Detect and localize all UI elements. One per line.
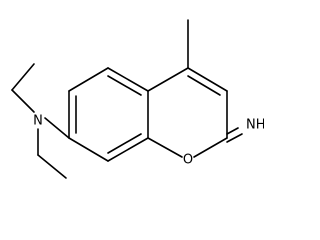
double-bond-inner-c8-c8a — [107, 133, 142, 154]
amine-nitrogen-label: N — [33, 114, 43, 129]
bond-n-ethyl1-ch2 — [11, 89, 35, 113]
benzene-ring — [68, 67, 149, 162]
bond-c4a-c5 — [107, 67, 149, 92]
bond-c2-imine-b — [226, 133, 243, 143]
double-bond-inner-c3-c4 — [187, 75, 221, 96]
double-bond-inner-c4a-c5 — [107, 75, 142, 96]
chemical-structure: N O NH — [11, 19, 264, 179]
bond-c8-c8a — [107, 137, 149, 162]
bond-c4-c3 — [187, 67, 228, 92]
bond-c7-n — [44, 117, 70, 139]
bond-c5-c6 — [68, 67, 109, 92]
bond-o1-c8a — [147, 137, 183, 158]
bond-ethyl1-ch2-ch3 — [11, 63, 35, 91]
pyran-ring — [147, 67, 228, 158]
bond-c4a-c4 — [147, 67, 189, 92]
bond-c2-imine-a — [226, 127, 239, 135]
ring-oxygen-label: O — [183, 153, 193, 168]
bond-c7-c8 — [68, 137, 109, 162]
bond-c2-o1 — [193, 137, 228, 158]
bond-ethyl2-ch2-ch3 — [37, 154, 67, 179]
imine-label: NH — [246, 118, 264, 133]
